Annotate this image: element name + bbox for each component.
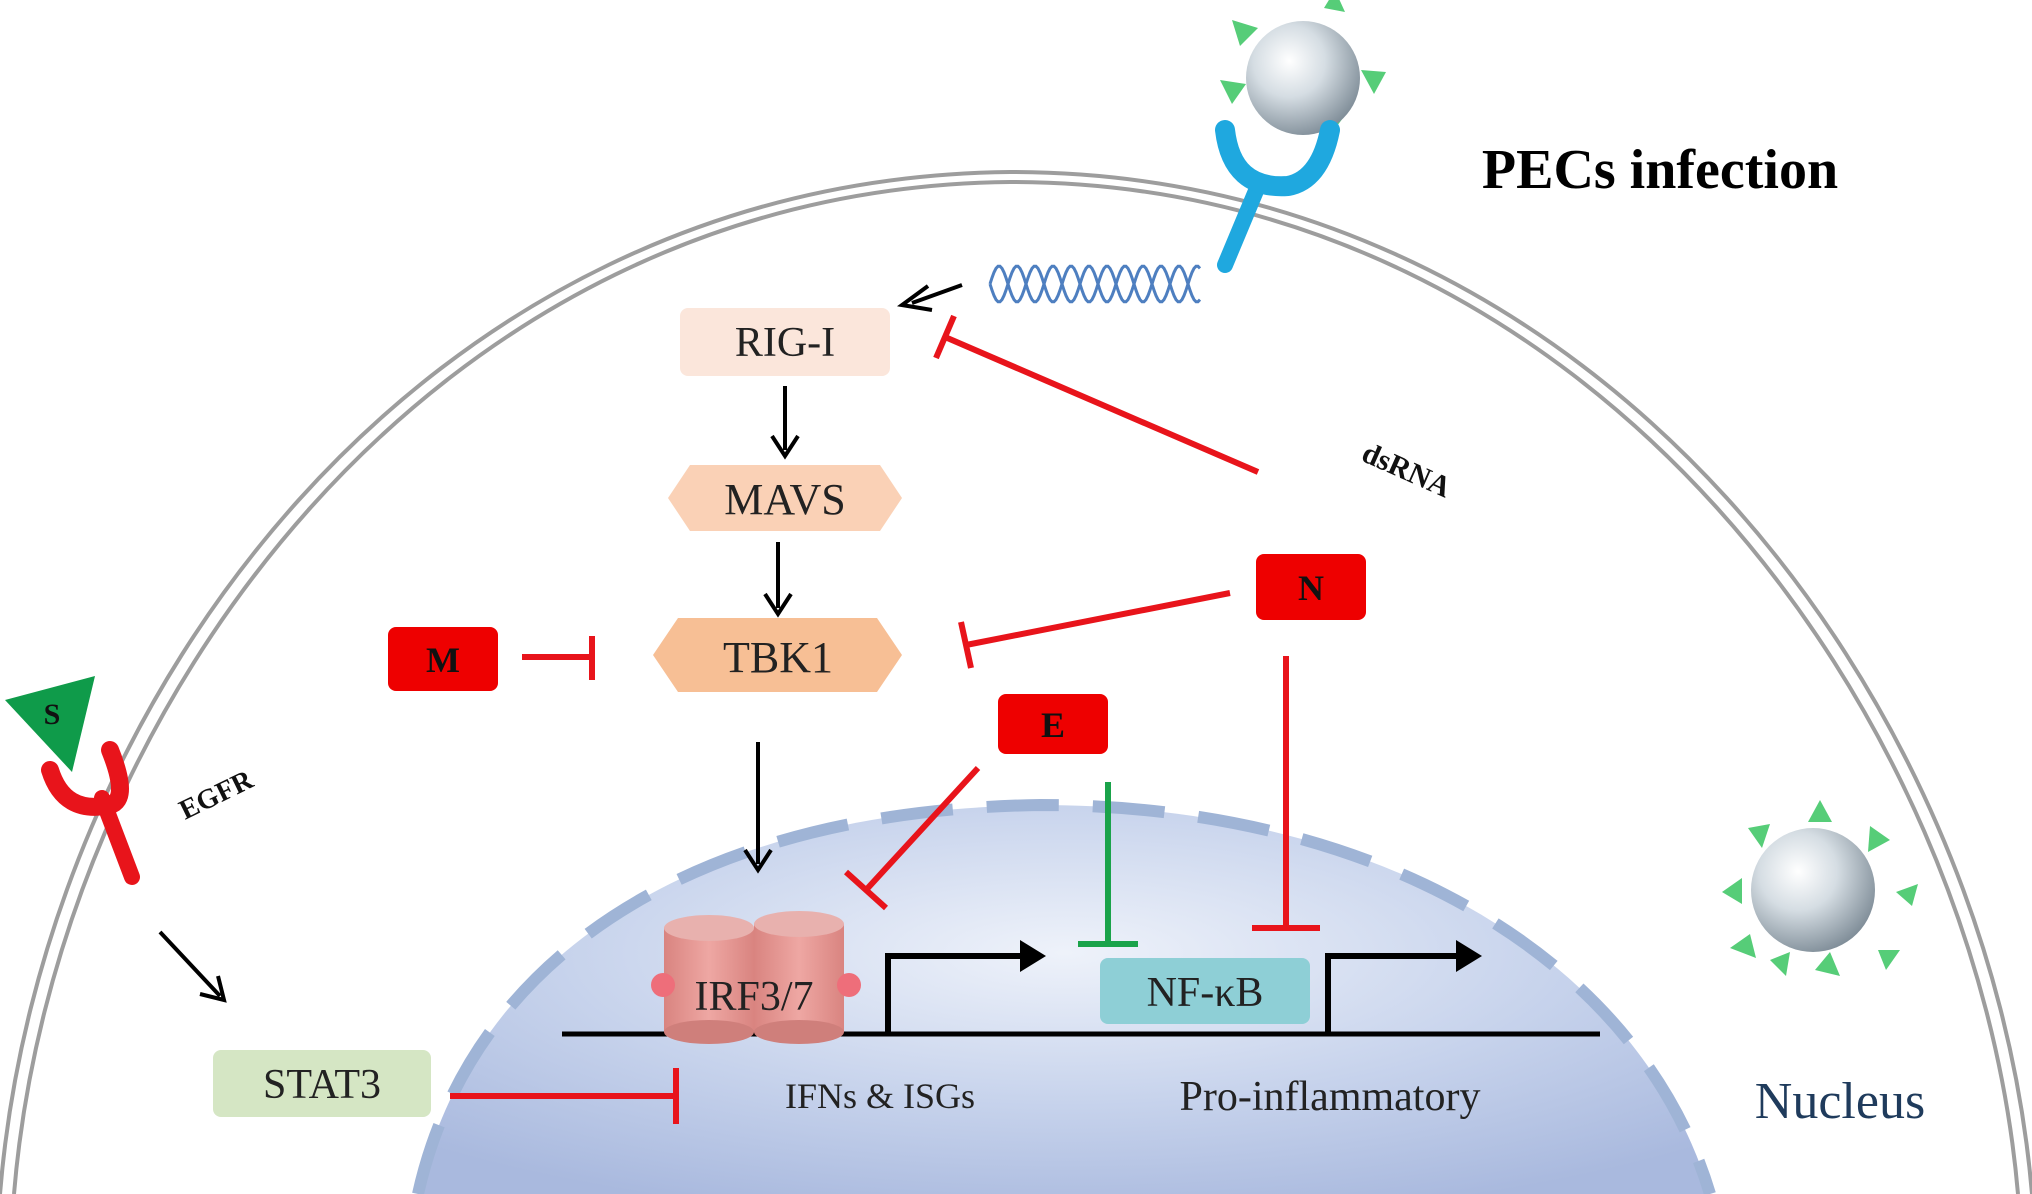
virus-particle-top: [1220, 0, 1386, 138]
s-protein-label: S: [44, 698, 61, 731]
pro-inflammatory-label: Pro-inflammatory: [1180, 1074, 1481, 1120]
nucleus-region: [418, 805, 1710, 1194]
stat3-node: STAT3: [213, 1050, 431, 1117]
promoter-arrow-nfkb: [1325, 940, 1482, 1034]
dsrna-label: dsRNA: [1357, 436, 1456, 504]
viral-receptor-icon: [1215, 120, 1340, 273]
arrow-rig-i-to-mavs: [770, 386, 800, 460]
cell-membrane-inner: [12, 179, 2020, 1194]
inhibit-n-tbk1: [958, 590, 1231, 669]
nfkb-node: NF-κB: [1100, 958, 1310, 1024]
rig-i-node: RIG-I: [680, 308, 890, 376]
cell-membrane-outer: [0, 169, 2032, 1194]
inhibit-n-nfkb: [1252, 656, 1320, 931]
egfr-label: EGFR: [174, 764, 258, 826]
irf3-7-label: IRF3/7: [694, 974, 813, 1020]
egfr-receptor-icon: [41, 741, 140, 885]
tbk1-label: TBK1: [723, 633, 833, 682]
dsrna-helix-icon: [988, 264, 1202, 304]
nucleus-label: Nucleus: [1755, 1073, 1925, 1130]
e-protein-box: E: [998, 694, 1108, 754]
e-protein-label: E: [1041, 705, 1065, 745]
inhibit-stat3-ifns: [450, 1068, 679, 1124]
n-protein-label: N: [1298, 568, 1324, 608]
nfkb-label: NF-κB: [1147, 970, 1264, 1016]
rig-i-label: RIG-I: [735, 320, 835, 366]
irf3-7-dimer: IRF3/7: [651, 911, 861, 1044]
inhibit-e-nfkb: [1078, 782, 1138, 947]
arrow-mavs-to-tbk1: [763, 542, 793, 618]
n-protein-box: N: [1256, 554, 1366, 620]
mavs-node: MAVS: [668, 465, 902, 531]
promoter-arrow-ifn: [885, 940, 1046, 1034]
inhibit-m-tbk1: [522, 636, 595, 680]
tbk1-node: TBK1: [653, 618, 902, 692]
virus-particle-right: [1722, 800, 1918, 976]
nuclear-envelope: [412, 798, 1716, 1194]
stat3-label: STAT3: [263, 1062, 381, 1108]
figure-title: PECs infection: [1482, 139, 1838, 201]
arrow-dsrna-to-rig-i: [896, 283, 963, 312]
arrow-egfr-to-stat3: [158, 930, 227, 1003]
inhibit-e-irf: [843, 765, 981, 911]
s-protein-triangle: [5, 676, 95, 772]
mavs-label: MAVS: [724, 475, 845, 524]
ifns-isgs-label: IFNs & ISGs: [785, 1076, 975, 1116]
inhibit-dsrna-rig-i: [933, 314, 1260, 475]
arrow-tbk1-to-irf: [743, 742, 773, 874]
m-protein-label: M: [426, 640, 460, 680]
m-protein-box: M: [388, 627, 498, 691]
